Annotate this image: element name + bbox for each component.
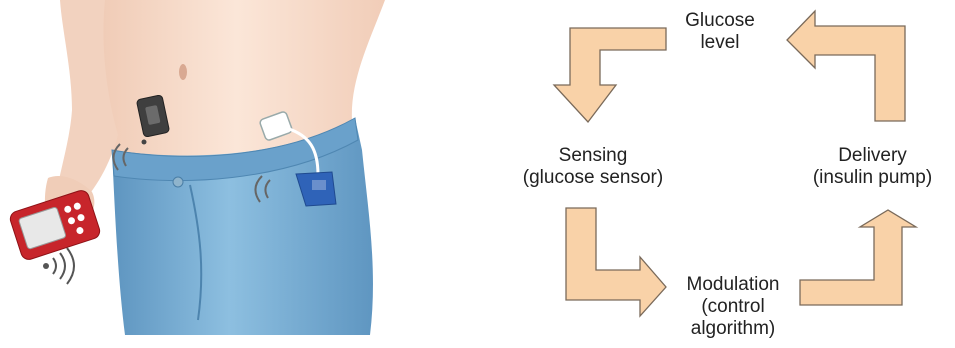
node-sensing-line2: (glucose sensor) — [498, 167, 688, 189]
node-glucose-level: Glucose level — [670, 10, 770, 54]
node-glucose-line2: level — [670, 32, 770, 54]
node-sensing: Sensing (glucose sensor) — [498, 145, 688, 189]
node-delivery-line2: (insulin pump) — [790, 167, 955, 189]
node-delivery-line1: Delivery — [790, 145, 955, 167]
arrow-modulation-to-delivery — [800, 210, 916, 305]
node-modulation-line1: Modulation — [668, 274, 798, 296]
arrow-delivery-to-glucose — [787, 11, 905, 121]
node-modulation: Modulation (control algorithm) — [668, 274, 798, 340]
node-delivery: Delivery (insulin pump) — [790, 145, 955, 189]
node-sensing-line1: Sensing — [498, 145, 688, 167]
arrow-sensing-to-modulation — [566, 208, 666, 316]
node-modulation-line2: (control — [668, 296, 798, 318]
arrow-glucose-to-sensing — [554, 28, 666, 122]
node-glucose-line1: Glucose — [670, 10, 770, 32]
node-modulation-line3: algorithm) — [668, 318, 798, 340]
